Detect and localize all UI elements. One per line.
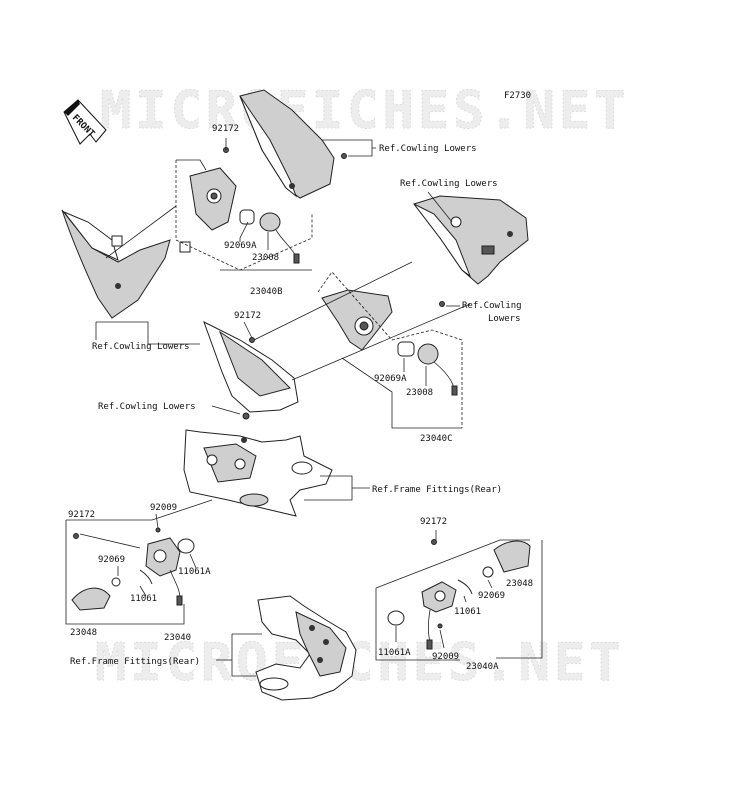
label-92172-upper: 92172 <box>212 124 239 134</box>
label-23040a-rear-right: 23040A <box>466 662 499 672</box>
rear-right-screw-92009 <box>437 623 443 629</box>
rear-right-gasket-11061 <box>457 579 473 595</box>
label-ref-cowling-lowers-4: Ref.Cowling Lowers <box>98 402 196 412</box>
label-ref-cowling-lowers-1: Ref.Cowling Lowers <box>379 144 477 154</box>
rear-left-gasket-11061a <box>177 538 195 554</box>
label-11061-rear-right: 11061 <box>454 607 481 617</box>
label-11061-rear-left: 11061 <box>130 594 157 604</box>
label-23040b: 23040B <box>250 287 283 297</box>
label-23048-rear-right: 23048 <box>506 579 533 589</box>
middle-right-cowl-panel <box>413 195 529 285</box>
label-23048-rear-left: 23048 <box>70 628 97 638</box>
label-92172-middle: 92172 <box>234 311 261 321</box>
label-23008-middle: 23008 <box>406 388 433 398</box>
rear-left-screw-92172 <box>73 533 79 539</box>
label-ref-frame-fittings-upper: Ref.Frame Fittings(Rear) <box>372 485 502 495</box>
rear-right-bulb-92069 <box>482 566 494 578</box>
label-ref-cowling-lowers-2: Ref.Cowling Lowers <box>92 342 190 352</box>
rear-left-gasket-11061 <box>139 569 153 585</box>
watermark-bottom: MICROFICHES.NET <box>95 633 625 693</box>
rear-left-signal-housing <box>145 537 183 606</box>
label-ref-cowling-lowers-3: Ref.Cowling Lowers <box>400 179 498 189</box>
middle-socket <box>397 341 458 396</box>
figure-code: F2730 <box>504 91 531 101</box>
rear-left-screw-92009 <box>155 527 161 533</box>
middle-lower-cowl-panel <box>203 320 299 413</box>
upper-grommet <box>179 241 191 253</box>
label-92069a-upper: 92069A <box>224 241 257 251</box>
label-92069-rear-left: 92069 <box>98 555 125 565</box>
label-11061a-rear-left: 11061A <box>178 567 211 577</box>
label-92172-rear-left: 92172 <box>68 510 95 520</box>
rear-frame-fitting-lower <box>255 595 357 701</box>
rear-right-screw-92172 <box>431 539 437 545</box>
label-92172-rear-right: 92172 <box>420 517 447 527</box>
label-92009-rear-left: 92009 <box>150 503 177 513</box>
label-92069-rear-right: 92069 <box>478 591 505 601</box>
upper-screw-right <box>341 153 347 159</box>
label-ref-frame-fittings-lower: Ref.Frame Fittings(Rear) <box>70 657 200 667</box>
upper-left-cowl-panel <box>61 209 171 319</box>
label-92009-rear-right: 92009 <box>432 652 459 662</box>
label-ref-cowling-right-1: Ref.Cowling <box>462 301 522 311</box>
middle-screw-lower <box>242 412 250 420</box>
label-23040-rear-left: 23040 <box>164 633 191 643</box>
middle-screw-right <box>439 301 445 307</box>
label-92069a-middle: 92069A <box>374 374 407 384</box>
upper-socket <box>239 209 300 264</box>
watermark-top: MICROFICHES.NET <box>100 81 630 141</box>
label-ref-cowling-right-2: Lowers <box>488 314 521 324</box>
rear-right-gasket-11061a <box>387 610 405 626</box>
rear-right-signal-housing <box>421 581 457 650</box>
rear-right-lens-23048 <box>493 540 531 573</box>
upper-cowl-top-panel <box>239 89 335 199</box>
middle-signal-bracket <box>321 289 393 351</box>
rear-left-lens-23048 <box>71 587 111 611</box>
label-23008-upper: 23008 <box>252 253 279 263</box>
middle-screw-92172 <box>249 337 255 343</box>
label-23040c: 23040C <box>420 434 453 444</box>
label-11061a-rear-right: 11061A <box>378 648 411 658</box>
rear-left-bulb-92069 <box>111 577 121 587</box>
upper-signal-bracket <box>189 167 237 231</box>
rear-frame-fitting-upper <box>183 429 333 517</box>
